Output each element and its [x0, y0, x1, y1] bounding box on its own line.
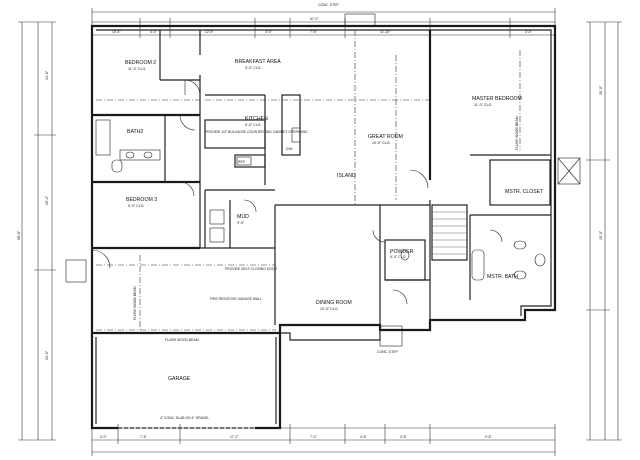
note-self-closing: PROVIDE SELF CLOSING DOOR — [225, 267, 278, 271]
room-mud-label: MUD — [237, 214, 249, 220]
dim-right-1: 20'-0" — [599, 85, 603, 95]
room-bedroom3-label: BEDROOM 3 — [126, 197, 157, 203]
dim-bottom-4: 7'-0" — [310, 435, 318, 439]
room-garage-label: GARAGE — [168, 376, 191, 382]
dim-right-2: 15'-0" — [599, 230, 603, 240]
note-conc-step-bottom: CONC. STEP — [377, 350, 398, 354]
room-breakfast-label: BREAKFAST AREA — [235, 59, 281, 65]
dim-top-5: 7'-6" — [310, 30, 318, 34]
dim-overall-depth: 58'-8" — [17, 230, 21, 240]
room-great-label: GREAT ROOM — [368, 134, 403, 140]
dim-top-6: 11'-10" — [380, 30, 391, 34]
beam-lines — [96, 30, 521, 331]
room-mstr-bath-label: MSTR. BATH — [487, 274, 518, 280]
room-dining-label: DINING ROOM — [316, 300, 352, 306]
room-powder-label: POWDER — [390, 249, 414, 255]
interior-walls — [92, 30, 551, 325]
note-beam-left: FLUSH WOOD BEAM — [133, 286, 137, 320]
plan-notes: CONC. STEP CONC. STEP REF. D/W PROVIDE 1… — [133, 3, 519, 420]
dim-bottom-7: 9'-8" — [485, 435, 493, 439]
room-kitchen-label: KITCHEN — [245, 116, 268, 122]
dim-left-3: 23'-0" — [45, 350, 49, 360]
note-beam-right: FLUSH WOOD BEAM — [515, 116, 519, 150]
dim-bottom-6: 3'-8" — [400, 435, 408, 439]
note-ref: REF. — [238, 160, 245, 164]
note-conc-step-top: CONC. STEP — [318, 3, 339, 7]
dim-bottom-1: 3'-0" — [100, 435, 108, 439]
fixtures — [65, 13, 581, 347]
dim-bottom-3: 17'-2" — [230, 435, 239, 439]
dim-bottom-2: 7'-8" — [140, 435, 148, 439]
doors — [91, 79, 503, 305]
room-breakfast-size: 9'-0" CLG. — [245, 66, 262, 70]
dim-top-2: 4'-0" — [150, 30, 158, 34]
room-kitchen-size: 9'-0" CLG. — [245, 123, 262, 127]
room-master-label: MASTER BEDROOM — [472, 96, 522, 102]
dim-top-7: 3'-4" — [525, 30, 533, 34]
dim-overall-width: 67'-0" — [310, 17, 319, 21]
room-island-label: ISLAND — [337, 173, 356, 179]
room-great-size: 10'-0" CLG. — [372, 141, 391, 145]
dim-top-1: 10'-4" — [112, 30, 121, 34]
room-bath2-label: BATH2 — [127, 129, 143, 135]
room-labels: BEDROOM 2 11'-0" CLG. BREAKFAST AREA 9'-… — [125, 59, 544, 382]
dimension-lines — [18, 8, 622, 456]
room-mstr-closet-label: MSTR. CLOSET — [505, 189, 544, 195]
room-powder-size: 9'-0" CLG. — [390, 255, 407, 259]
note-dw: D/W — [286, 147, 293, 151]
note-garage-wall: FIRE RESISTIVE GARAGE WALL — [210, 297, 262, 301]
dim-top-4: 3'-0" — [265, 30, 273, 34]
note-girder: FLUSH WOOD BEAM — [165, 338, 199, 342]
dim-top-3: 12'-5" — [205, 30, 214, 34]
note-kitchen: PROVIDE 1/4" BULLNOSE COUNTER AND CABINE… — [205, 130, 308, 134]
dim-left-2: 20'-2" — [45, 195, 49, 205]
room-bedroom2-size: 11'-0" CLG. — [128, 67, 146, 71]
room-master-size: 11'-0" CLG. — [474, 103, 492, 107]
dim-left-1: 14'-6" — [45, 70, 49, 80]
dimension-labels: 10'-4" 4'-0" 12'-5" 3'-0" 7'-6" 11'-10" … — [17, 17, 603, 439]
exterior-walls — [90, 24, 557, 430]
room-dining-size: 10'-0" CLG. — [320, 307, 339, 311]
room-bedroom2-label: BEDROOM 2 — [125, 60, 156, 66]
dim-bottom-5: 4'-6" — [360, 435, 368, 439]
room-bedroom3-size: 9'-0" CLG. — [128, 204, 145, 208]
stairs — [431, 204, 468, 261]
room-mud-size: 9'-0" — [237, 221, 245, 225]
note-garage-slab: 4" CONC. SLAB ON 4" GRAVEL — [160, 416, 209, 420]
